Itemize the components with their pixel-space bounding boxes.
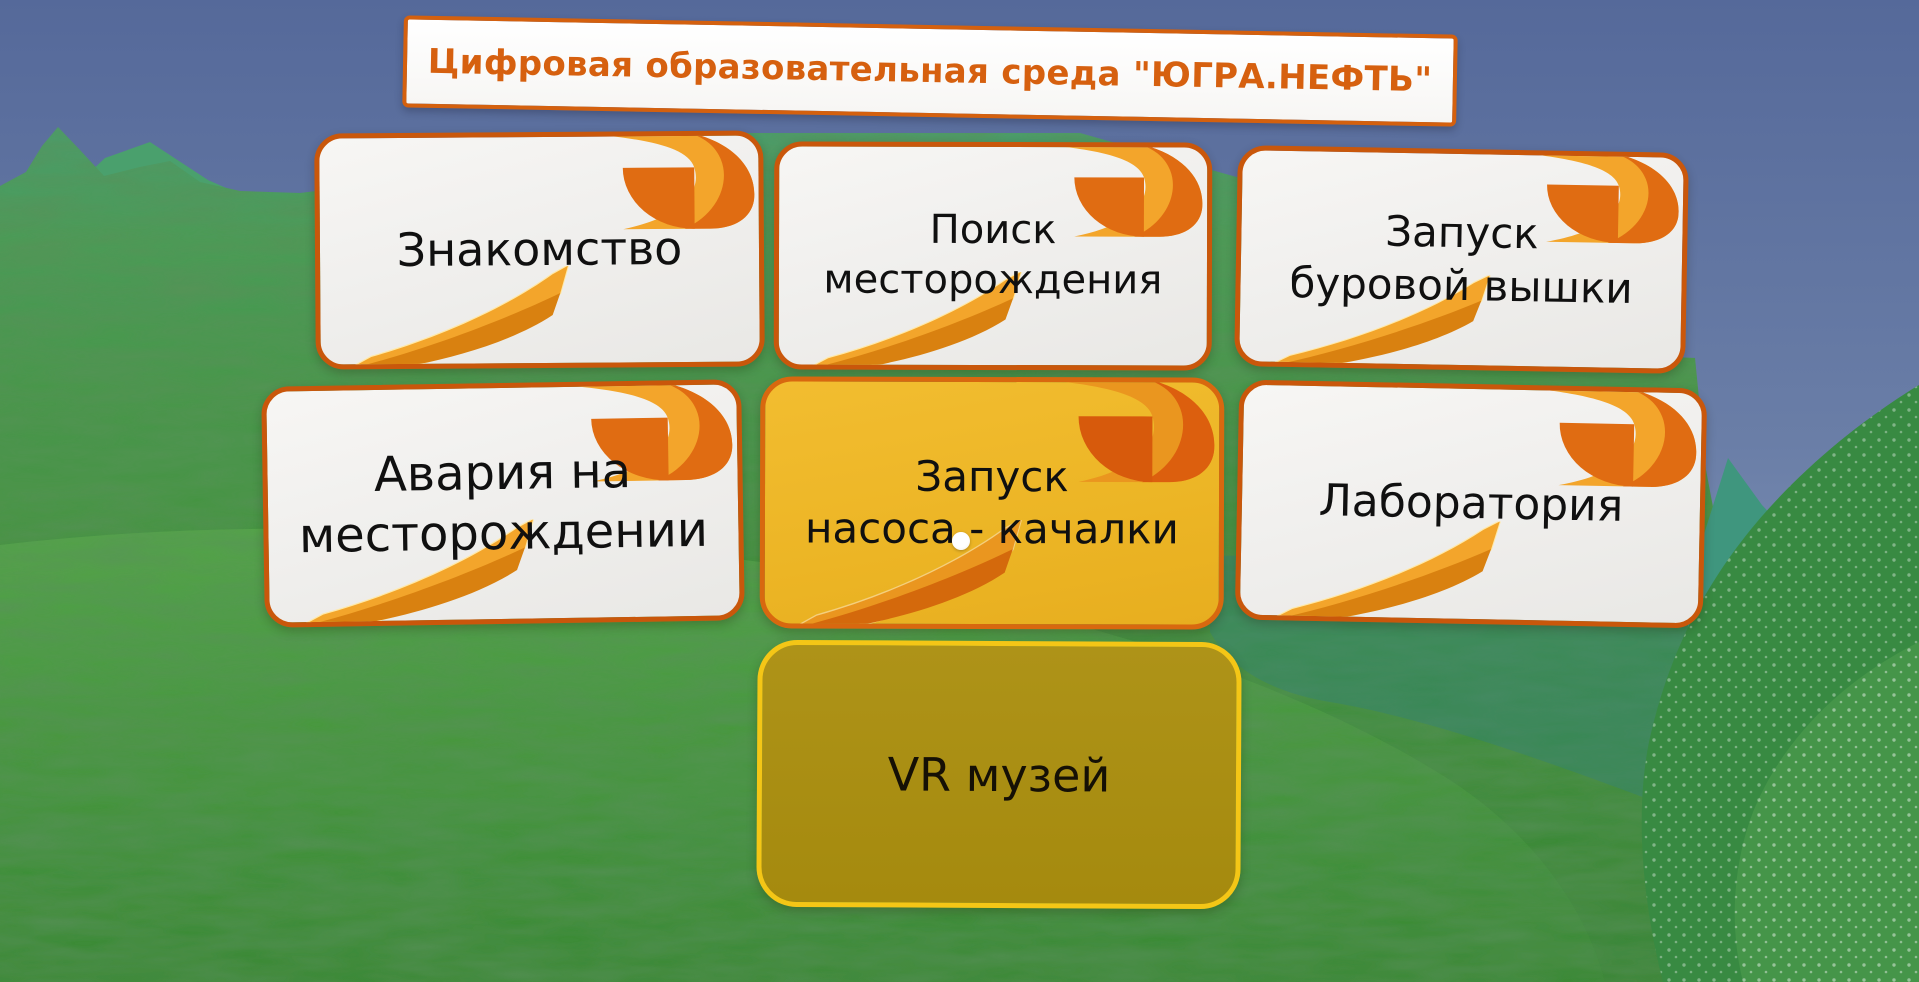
button-label-line2: буровой вышки — [1289, 257, 1634, 313]
gaze-cursor-dot — [952, 532, 970, 550]
menu-button-poisk-mestorozhdeniya[interactable]: Поиск месторождения — [773, 141, 1213, 371]
swoosh-top-decoration — [558, 131, 755, 230]
menu-button-znakomstvo[interactable]: Знакомство — [314, 130, 765, 370]
button-label-line1: Знакомство — [396, 221, 683, 278]
button-label-line1: Лаборатория — [1318, 474, 1624, 532]
vr-museum-button[interactable]: VR музей — [756, 639, 1242, 910]
button-label-line2: насоса - качалки — [804, 503, 1179, 554]
button-label-line1: Авария на — [373, 442, 632, 504]
vr-museum-label: VR музей — [887, 746, 1111, 803]
button-label-line1: Запуск — [1384, 207, 1540, 259]
app-title-banner: Цифровая образовательная среда "ЮГРА.НЕФ… — [402, 15, 1458, 127]
menu-button-laboratoriya[interactable]: Лаборатория — [1234, 379, 1708, 629]
swoosh-bottom-decoration — [1268, 518, 1502, 623]
menu-button-zapusk-burovoy-vyshki[interactable]: Запуск буровой вышки — [1234, 145, 1689, 374]
button-label-line1: Запуск — [915, 451, 1069, 502]
button-label-line2: месторождения — [823, 256, 1163, 304]
leafy-mountain-near-texture — [1734, 642, 1919, 982]
swoosh-top-decoration — [1493, 384, 1697, 487]
button-label-line2: месторождении — [298, 501, 709, 564]
app-title: Цифровая образовательная среда "ЮГРА.НЕФ… — [427, 41, 1433, 101]
swoosh-bottom-decoration — [348, 265, 570, 370]
button-label-line1: Поиск — [929, 207, 1057, 254]
menu-button-avariya-na-mestorozhdenii[interactable]: Авария на месторождении — [261, 379, 745, 628]
menu-button-zapusk-nasosa-kachalki[interactable]: Запуск насоса - качалки — [759, 376, 1225, 630]
